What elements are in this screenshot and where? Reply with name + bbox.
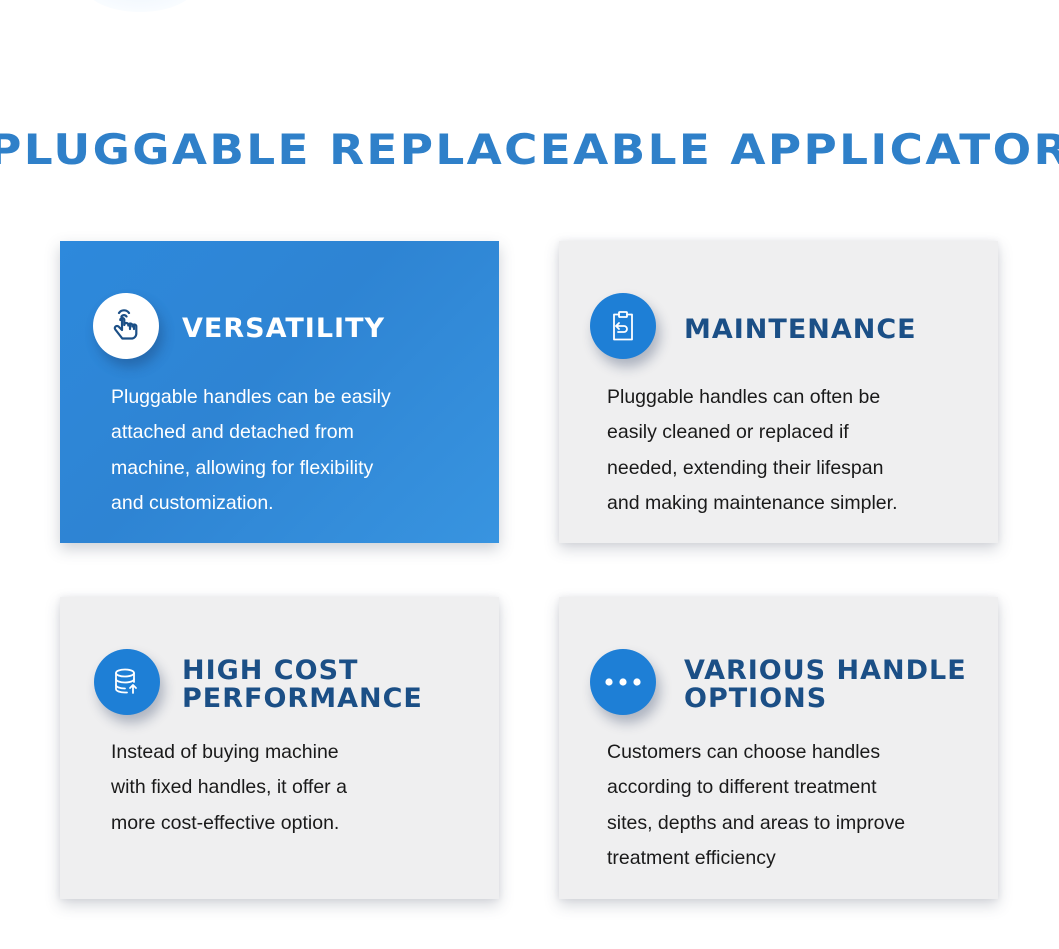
card-heading: HIGH COST PERFORMANCE [182, 657, 423, 713]
desc-line: treatment efficiency [607, 846, 776, 869]
card-description: Pluggable handles can often be easily cl… [607, 380, 977, 521]
desc-line: machine, allowing for flexibility [111, 456, 374, 479]
desc-line: and making maintenance simpler. [607, 491, 898, 514]
desc-line: with fixed handles, it offer a [111, 776, 347, 799]
card-description: Instead of buying machine with fixed han… [111, 735, 481, 841]
icon-circle [590, 293, 656, 359]
feature-card-high-cost-performance: HIGH COST PERFORMANCE Instead of buying … [60, 597, 499, 899]
desc-line: Pluggable handles can be easily [111, 386, 391, 408]
icon-circle [94, 649, 160, 715]
heading-line: HIGH COST [182, 655, 359, 686]
desc-line: sites, depths and areas to improve [607, 811, 906, 834]
decorative-blob [85, 0, 195, 12]
page-title: PLUGGABLE REPLACEABLE APPLICATOR [0, 125, 1059, 174]
card-heading: VARIOUS HANDLE OPTIONS [684, 657, 967, 713]
desc-line: Instead of buying machine [111, 741, 339, 763]
desc-line: Customers can choose handles [607, 741, 881, 763]
heading-line: PERFORMANCE [182, 683, 423, 714]
feature-card-maintenance: MAINTENANCE Pluggable handles can often … [559, 241, 998, 543]
icon-circle [93, 293, 159, 359]
icon-circle [590, 649, 656, 715]
heading-line: VARIOUS HANDLE [684, 655, 967, 686]
desc-line: and customization. [111, 491, 274, 514]
card-description: Pluggable handles can be easily attached… [111, 380, 481, 521]
feature-card-various-handle-options: VARIOUS HANDLE OPTIONS Customers can cho… [559, 597, 998, 899]
card-heading: VERSATILITY [182, 313, 386, 344]
card-description: Customers can choose handles according t… [607, 735, 977, 876]
hand-pointer-icon [113, 309, 138, 340]
more-dots-icon [605, 678, 641, 686]
desc-line: attached and detached from [111, 421, 354, 444]
database-upload-icon [115, 668, 137, 694]
clipboard-return-icon [613, 311, 633, 341]
desc-line: more cost-effective option. [111, 811, 340, 834]
card-heading: MAINTENANCE [684, 314, 917, 345]
desc-line: Pluggable handles can often be [607, 386, 881, 408]
feature-card-versatility: VERSATILITY Pluggable handles can be eas… [60, 241, 499, 543]
desc-line: needed, extending their lifespan [607, 456, 884, 479]
desc-line: easily cleaned or replaced if [607, 421, 849, 444]
heading-line: OPTIONS [684, 683, 828, 714]
desc-line: according to different treatment [607, 776, 877, 799]
